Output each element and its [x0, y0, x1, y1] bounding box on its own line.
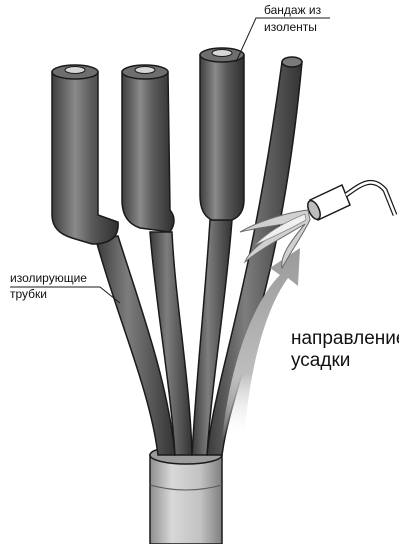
- label-shrink-direction-line2: усадки: [291, 350, 350, 371]
- shrink-direction-label: направление усадки: [291, 328, 399, 371]
- label-tape-bandage-line2: изоленты: [264, 20, 317, 34]
- label-insulating-tubes-line1: изолирующие: [10, 271, 87, 285]
- insulating-tube-2: [122, 65, 174, 232]
- insulating-tube-3: [200, 48, 244, 220]
- label-insulating-tubes-line2: трубки: [10, 287, 47, 301]
- insulating-tube-1: [52, 65, 118, 244]
- callout-tape-bandage: бандаж из изоленты: [236, 3, 330, 62]
- cable-sheath: [150, 446, 222, 544]
- label-tape-bandage-line1: бандаж из: [264, 3, 322, 17]
- label-shrink-direction-line1: направление: [291, 328, 399, 349]
- heat-gun-icon: [305, 182, 395, 221]
- callout-insulating-tubes: изолирующие трубки: [10, 271, 120, 303]
